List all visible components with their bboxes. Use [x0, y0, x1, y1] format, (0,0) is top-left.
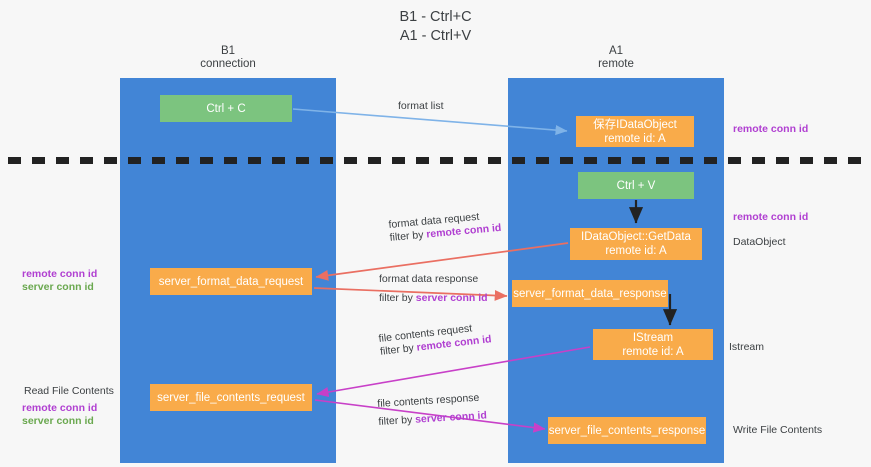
box-istream-line2: remote id: A: [622, 345, 684, 358]
box-idataobject-remote[interactable]: 保存IDataObject remote id: A: [576, 116, 694, 147]
annotation-left-conn-ids-mid: remote conn id server conn id: [22, 268, 97, 294]
annotation-right-write-file-contents: Write File Contents: [733, 424, 823, 436]
box-idataobject-getdata[interactable]: IDataObject::GetData remote id: A: [570, 228, 702, 260]
label-format-data-response-line1: format data response: [379, 273, 479, 285]
box-istream-line1: IStream: [632, 331, 674, 344]
annotation-left-remote-conn-id-bottom: remote conn id: [22, 402, 98, 414]
box-istream[interactable]: IStream remote id: A: [593, 329, 713, 360]
lane-header-a1-role: remote: [598, 58, 634, 70]
box-ctrl-c[interactable]: Ctrl + C: [160, 95, 292, 122]
title-line-1: B1 - Ctrl+C: [399, 9, 472, 25]
label-file-contents-response: file contents response filter by server …: [377, 391, 487, 429]
box-server-format-data-response-label: server_format_data_response: [513, 287, 667, 300]
phase-divider: [8, 157, 863, 164]
lane-header-b1-name: B1: [220, 45, 236, 57]
box-server-format-data-response[interactable]: server_format_data_response: [512, 280, 668, 307]
box-server-file-contents-request[interactable]: server_file_contents_request: [150, 384, 312, 411]
label-file-contents-response-filter: filter by server conn id: [378, 409, 487, 429]
box-getdata-line1: IDataObject::GetData: [581, 231, 691, 243]
annotation-right-istream: Istream: [729, 341, 765, 353]
box-ctrl-v[interactable]: Ctrl + V: [578, 172, 694, 199]
label-format-data-request: format data request filter by remote con…: [388, 209, 502, 245]
annotation-right-remote-conn-id-top: remote conn id: [733, 123, 809, 135]
box-server-format-data-request-label: server_format_data_request: [158, 275, 304, 288]
annotation-left-server-conn-id-mid: server conn id: [22, 281, 94, 293]
lane-header-a1: A1 remote: [508, 45, 724, 71]
box-ctrl-c-label: Ctrl + C: [206, 102, 246, 115]
annotation-left-server-conn-id-bottom: server conn id: [22, 415, 94, 427]
lane-header-a1-name: A1: [608, 45, 624, 57]
annotation-left-remote-conn-id-mid: remote conn id: [22, 268, 98, 280]
annotation-right-remote-conn-id-mid: remote conn id: [733, 211, 809, 223]
filter-key-server-conn-id: server conn id: [415, 292, 488, 304]
filter-key-server-conn-id: server conn id: [414, 409, 488, 426]
label-format-data-response-filter: filter by server conn id: [379, 292, 488, 305]
label-format-list: format list: [398, 100, 444, 113]
label-file-contents-request: file contents request filter by remote c…: [378, 320, 492, 359]
annotation-right-dataobject: DataObject: [733, 236, 786, 248]
box-server-file-contents-response[interactable]: server_file_contents_response: [548, 417, 706, 444]
box-server-file-contents-response-label: server_file_contents_response: [548, 424, 706, 437]
box-server-format-data-request[interactable]: server_format_data_request: [150, 268, 312, 295]
box-idataobject-remote-line2: remote id: A: [604, 132, 666, 145]
box-ctrl-v-label: Ctrl + V: [616, 179, 656, 192]
annotation-left-read-file-contents: Read File Contents: [24, 385, 114, 397]
lane-header-b1: B1 connection: [120, 45, 336, 71]
lane-header-b1-role: connection: [200, 58, 256, 70]
annotation-left-conn-ids-bottom: remote conn id server conn id: [22, 402, 97, 428]
label-format-list-text: format list: [398, 100, 444, 112]
page-title: B1 - Ctrl+C A1 - Ctrl+V: [0, 8, 871, 46]
title-line-2: A1 - Ctrl+V: [399, 28, 472, 44]
filter-prefix: filter by: [378, 413, 416, 428]
filter-prefix: filter by: [379, 292, 416, 304]
label-file-contents-response-line1: file contents response: [377, 391, 480, 410]
label-format-data-response: format data response filter by server co…: [379, 273, 488, 305]
box-idataobject-remote-line1: 保存IDataObject: [593, 118, 677, 131]
box-getdata-line2: remote id: A: [605, 245, 667, 257]
filter-prefix: filter by: [389, 228, 427, 244]
box-server-file-contents-request-label: server_file_contents_request: [157, 391, 305, 404]
